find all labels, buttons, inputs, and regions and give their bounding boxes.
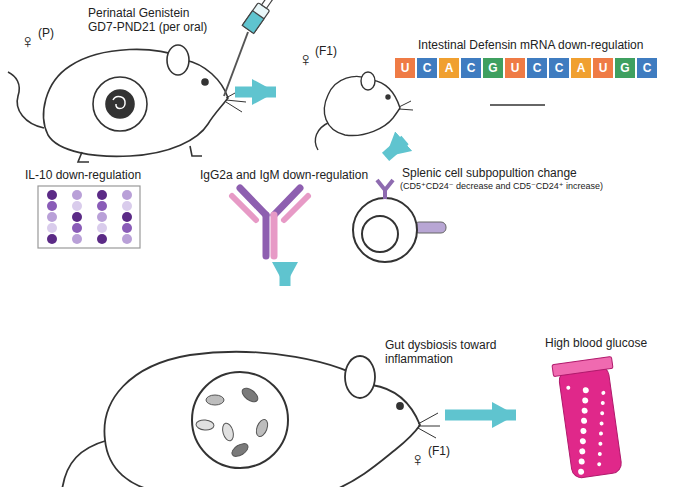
glucose-dot xyxy=(581,407,588,414)
well xyxy=(122,201,132,211)
flow-arrow xyxy=(280,265,291,286)
bacterium xyxy=(240,386,260,405)
mother-mouse xyxy=(8,45,246,162)
annotation-text: Gut dysbiosis toward inflammation xyxy=(385,338,503,366)
annotation-text: (F1) xyxy=(428,444,450,458)
rna-base: C xyxy=(417,58,437,78)
bacterium xyxy=(196,419,215,431)
antibody xyxy=(232,188,308,256)
gavage-syringe xyxy=(224,0,275,96)
rna-base: G xyxy=(615,58,635,78)
glucose-dot xyxy=(578,468,585,475)
well xyxy=(97,234,107,244)
glucose-dot xyxy=(566,385,571,390)
annotation-text: IL-10 down-regulation xyxy=(25,168,141,182)
annotation-text: GD7-PND21 (per oral) xyxy=(88,20,207,34)
well xyxy=(47,212,57,222)
flow-arrow xyxy=(386,140,405,157)
glucose-dot xyxy=(582,387,589,394)
glucose-dot xyxy=(598,442,603,447)
glucose-dot xyxy=(580,428,587,435)
glucose-dot xyxy=(601,401,606,406)
rna-base: C xyxy=(549,58,569,78)
stage-group: High blood glucose xyxy=(530,330,675,485)
annotation-text: Intestinal Defensin mRNA down-regulation xyxy=(418,38,643,52)
glucose-dot xyxy=(599,431,604,436)
splenic-cell xyxy=(353,180,446,262)
well xyxy=(47,223,57,233)
rna-base: U xyxy=(395,58,415,78)
bacterium xyxy=(221,422,236,442)
stage-group: Gut dysbiosis toward inflammation♀(F1) xyxy=(95,300,445,487)
adult-mouse xyxy=(62,352,440,487)
glucose-dot xyxy=(600,411,605,416)
glucose-dot xyxy=(579,448,586,455)
well xyxy=(122,190,132,200)
bacterium xyxy=(230,441,251,459)
glucose-dot xyxy=(599,421,604,426)
stage-group: Perinatal GenisteinGD7-PND21 (per oral) ♀… xyxy=(15,4,235,164)
rna-base: G xyxy=(483,58,503,78)
annotation-text: ♀ xyxy=(298,48,313,70)
stage-group: IL-10 down-regulation IgG2a and IgM down-… xyxy=(15,166,665,265)
rna-base: C xyxy=(527,58,547,78)
glucose-dot xyxy=(579,438,586,445)
annotation-text: (CD5⁺CD24⁻ decrease and CD5⁻CD24⁺ increa… xyxy=(400,181,603,192)
glucose-dot xyxy=(597,462,602,467)
well xyxy=(72,223,82,233)
well xyxy=(72,201,82,211)
well xyxy=(47,190,57,200)
glucose-dot xyxy=(601,391,606,396)
well xyxy=(72,190,82,200)
well xyxy=(72,234,82,244)
rna-base: U xyxy=(593,58,613,78)
annotation-text: High blood glucose xyxy=(545,336,647,350)
well xyxy=(47,201,57,211)
annotation-text: (F1) xyxy=(315,44,337,58)
well xyxy=(97,201,107,211)
well xyxy=(97,212,107,222)
annotation-text: IgG2a and IgM down-regulation xyxy=(200,168,368,182)
rna-base: A xyxy=(439,58,459,78)
well xyxy=(97,223,107,233)
annotation-text: ♀ xyxy=(20,30,35,52)
bacterium xyxy=(206,395,224,405)
blood-tube xyxy=(552,356,628,479)
well xyxy=(122,223,132,233)
glucose-dot xyxy=(578,458,585,465)
well xyxy=(72,212,82,222)
bacterium xyxy=(254,418,270,438)
well xyxy=(97,190,107,200)
well-plate xyxy=(38,186,140,248)
rna-base: U xyxy=(505,58,525,78)
pup-mouse xyxy=(315,72,413,150)
well xyxy=(122,212,132,222)
rna-base: A xyxy=(571,58,591,78)
annotation-text: Splenic cell subpopultion change xyxy=(402,166,577,180)
annotation-text: (P) xyxy=(38,26,54,40)
rna-base: C xyxy=(461,58,481,78)
annotation-text: ♀ xyxy=(410,448,425,470)
rna-base: C xyxy=(637,58,657,78)
annotation-text: Perinatal Genistein xyxy=(88,6,189,20)
glucose-dot xyxy=(582,397,589,404)
flow-arrow xyxy=(235,87,276,98)
glucose-dot xyxy=(581,417,588,424)
well xyxy=(122,234,132,244)
flow-arrow xyxy=(445,410,516,421)
well xyxy=(47,234,57,244)
glucose-dot xyxy=(598,452,603,457)
rna-strand xyxy=(490,104,545,106)
